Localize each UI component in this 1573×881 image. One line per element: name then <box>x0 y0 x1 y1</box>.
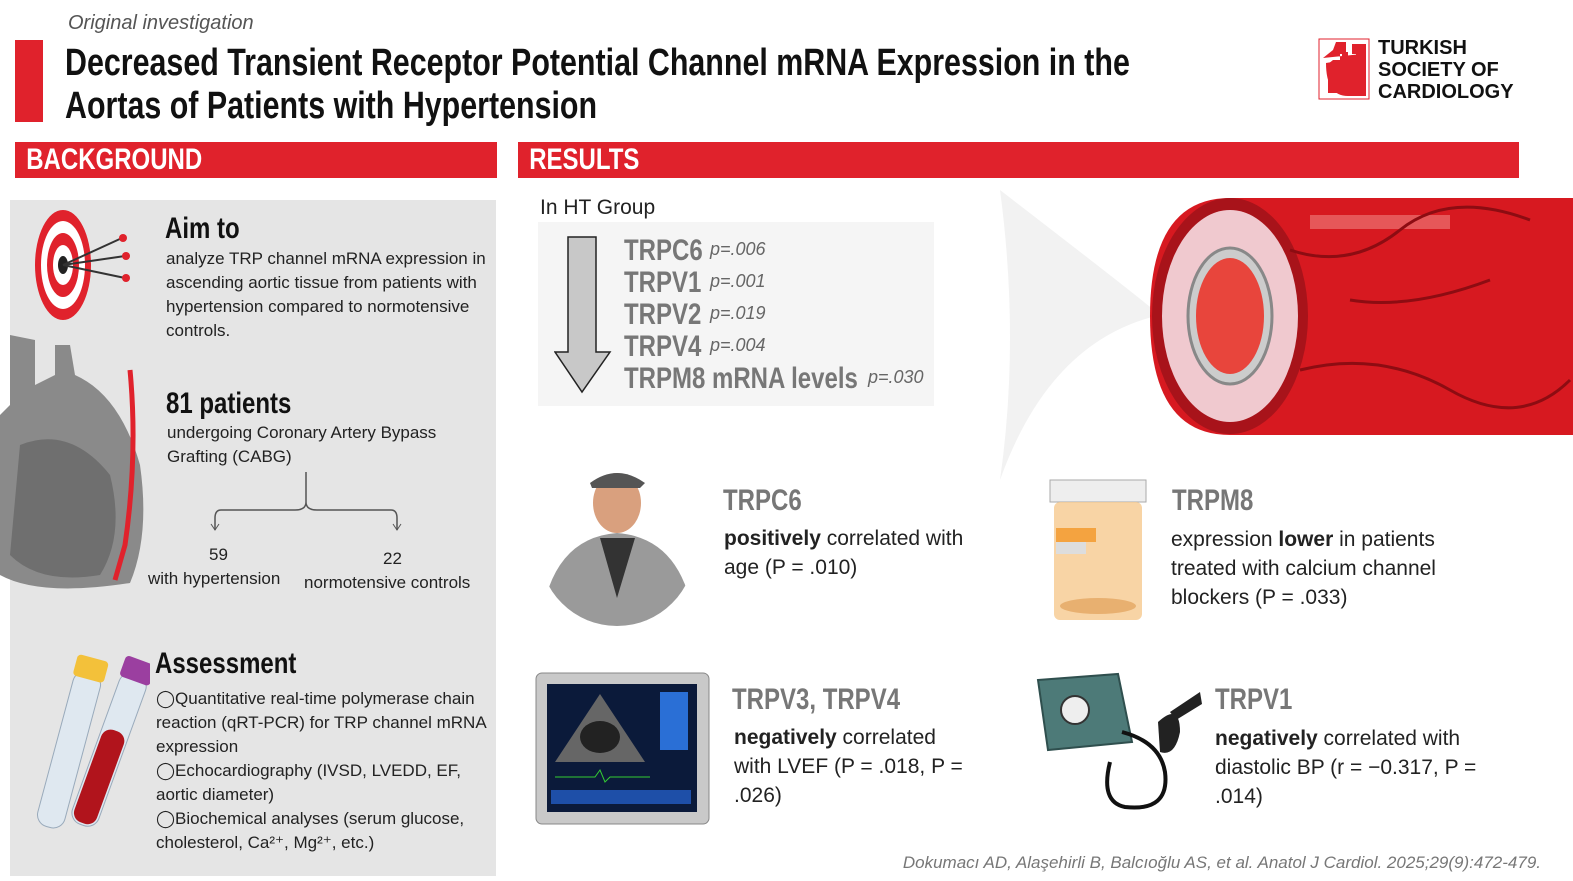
assessment-list: ◯Quantitative real-time polymerase chain… <box>156 687 491 855</box>
finding-text: expression lower in patients treated wit… <box>1171 525 1471 612</box>
finding-emphasis: negatively <box>1215 727 1318 750</box>
assessment-heading: Assessment <box>155 647 297 680</box>
article-type: Original investigation <box>68 12 254 34</box>
title-accent-bar <box>15 40 43 122</box>
results-section-header: RESULTS <box>518 142 1519 178</box>
p-value: p=.030 <box>868 367 924 387</box>
logo-text-2: SOCIETY OF <box>1378 59 1499 81</box>
hypertension-label: with hypertension <box>148 569 281 588</box>
finding-emphasis: negatively <box>734 726 837 749</box>
assessment-item: ◯Biochemical analyses (serum glucose, ch… <box>156 809 465 852</box>
finding-prefix: expression <box>1171 528 1279 551</box>
elderly-man-icon <box>540 470 695 626</box>
hypertension-count: 59 <box>209 545 228 564</box>
citation: Dokumacı AD, Alaşehirli B, Balcıoğlu AS,… <box>902 853 1541 872</box>
results-label: RESULTS <box>529 143 640 176</box>
blood-pressure-cuff-icon <box>1036 672 1202 810</box>
pill-bottle-icon <box>1049 479 1147 620</box>
finding-text: positively correlated with age (P = .010… <box>724 524 994 582</box>
gene-name: TRPV1 <box>624 266 702 299</box>
finding-gene: TRPC6 <box>723 484 802 517</box>
decreased-genes-box <box>538 222 934 406</box>
blood-tubes-icon <box>37 654 150 829</box>
finding-emphasis: positively <box>724 527 821 550</box>
p-value: p=.019 <box>710 303 766 323</box>
finding-gene: TRPV3, TRPV4 <box>732 683 901 716</box>
group-label: In HT Group <box>540 196 656 219</box>
title-line-1: Decreased Transient Receptor Potential C… <box>65 42 1130 84</box>
finding-emphasis: lower <box>1278 528 1334 551</box>
finding-text: negatively correlated with LVEF (P = .01… <box>734 723 974 810</box>
control-label: normotensive controls <box>304 573 471 592</box>
control-count: 22 <box>383 549 402 568</box>
patients-text: undergoing Coronary Artery Bypass Grafti… <box>167 423 437 466</box>
finding-detail: in patients treated with calcium channel… <box>1171 528 1436 609</box>
assessment-item: ◯Quantitative real-time polymerase chain… <box>156 689 486 756</box>
gene-name: TRPV4 <box>624 330 702 363</box>
finding-detail: correlated with diastolic BP (r = −0.317… <box>1215 727 1477 808</box>
gene-name: TRPC6 <box>624 234 703 267</box>
finding-text: negatively correlated with diastolic BP … <box>1215 724 1505 811</box>
aim-heading: Aim to <box>165 212 240 245</box>
target-icon <box>35 210 130 320</box>
heart-logo-icon <box>1318 38 1370 100</box>
society-logo: TURKISH SOCIETY OF CARDIOLOGY <box>1318 37 1514 105</box>
gene-name: TRPM8 mRNA levels <box>624 362 858 395</box>
heart-illustration-icon <box>0 335 144 589</box>
logo-text-3: CARDIOLOGY <box>1378 81 1514 103</box>
split-bracket <box>210 472 402 531</box>
finding-gene: TRPM8 <box>1172 484 1254 517</box>
aim-text: analyze TRP channel mRNA expression in a… <box>166 249 486 340</box>
logo-text-1: TURKISH <box>1378 37 1467 59</box>
background-label: BACKGROUND <box>26 143 203 176</box>
assessment-item: ◯Echocardiography (IVSD, LVEDD, EF, aort… <box>156 761 461 804</box>
down-arrow-icon <box>554 236 612 394</box>
finding-detail: correlated with LVEF (P = .018, P = .026… <box>734 726 963 807</box>
p-value: p=.001 <box>710 271 766 291</box>
gene-name: TRPV2 <box>624 298 702 331</box>
aorta-illustration-icon <box>1000 190 1573 480</box>
patients-heading: 81 patients <box>166 387 292 420</box>
finding-detail: correlated with age (P = .010) <box>724 527 964 579</box>
finding-gene: TRPV1 <box>1215 683 1293 716</box>
p-value: p=.006 <box>710 239 766 259</box>
p-value: p=.004 <box>710 335 766 355</box>
echocardiography-monitor-icon <box>535 672 710 825</box>
page-title: Decreased Transient Receptor Potential C… <box>65 42 1130 128</box>
background-section-header: BACKGROUND <box>15 142 497 178</box>
title-line-2: Aortas of Patients with Hypertension <box>65 85 598 127</box>
